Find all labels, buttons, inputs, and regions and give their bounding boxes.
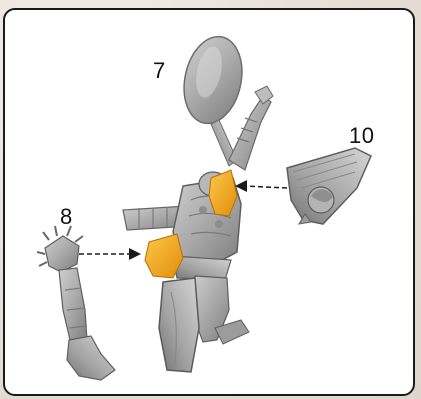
leg-icon	[37, 226, 115, 380]
callout-part-7: 7	[153, 60, 166, 82]
callout-part-10: 10	[349, 125, 374, 147]
callout-part-8: 8	[60, 206, 73, 228]
shield-icon	[287, 148, 371, 224]
assembly-diagram-panel: 7 10 8	[3, 8, 415, 396]
assembly-illustration	[5, 10, 415, 396]
